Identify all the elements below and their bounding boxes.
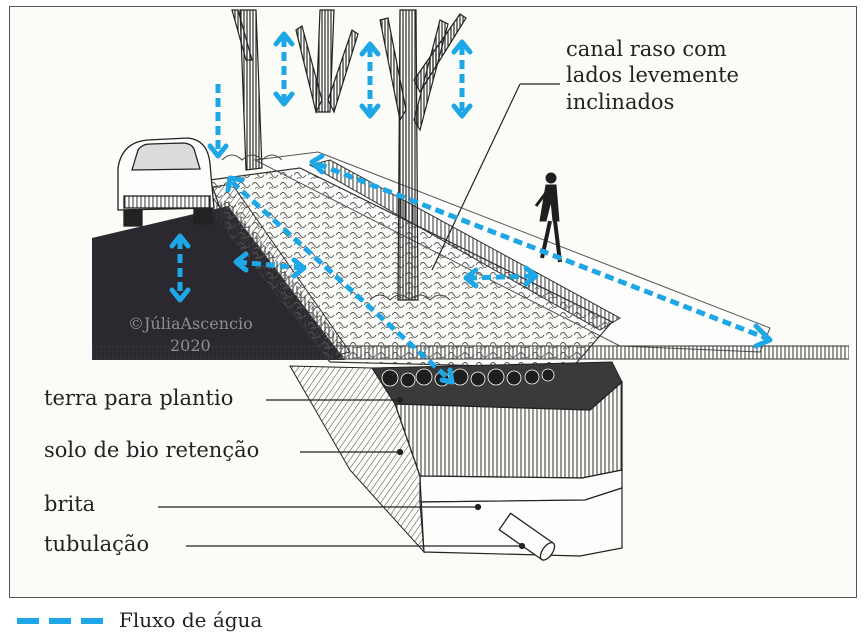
swale-left-wall	[205, 183, 351, 359]
label-gravel: brita	[44, 492, 96, 516]
legend: Fluxo de água	[17, 606, 262, 634]
label-pipe: tubulação	[44, 532, 150, 556]
callout-line-3: inclinados	[566, 89, 675, 114]
car	[117, 137, 215, 227]
watermark: ©JúliaAscencio 2020	[128, 313, 253, 358]
callout-line-1: canal raso com	[566, 37, 727, 61]
tree-foliage-base	[221, 154, 451, 301]
section-left-face	[289, 365, 425, 554]
tree-trunks	[231, 9, 467, 301]
legend-swatch-space	[17, 615, 111, 625]
water-flow-arrows	[177, 38, 767, 382]
watermark-year: 2020	[169, 336, 211, 356]
label-planting-soil: terra para plantio	[44, 386, 234, 410]
water-flow-arrowheads	[169, 31, 773, 385]
callout-shallow-channel: canal raso com lados levemente inclinado…	[566, 36, 739, 115]
watermark-author: ©JúliaAscencio	[128, 314, 253, 333]
label-bioretention-soil: solo de bio retenção	[44, 438, 260, 462]
callout-line-2: lados levemente	[566, 63, 739, 88]
callout-leader	[431, 83, 521, 271]
legend-label: Fluxo de água	[119, 608, 263, 632]
label-leaders	[158, 396, 526, 550]
road-surface	[92, 206, 345, 360]
